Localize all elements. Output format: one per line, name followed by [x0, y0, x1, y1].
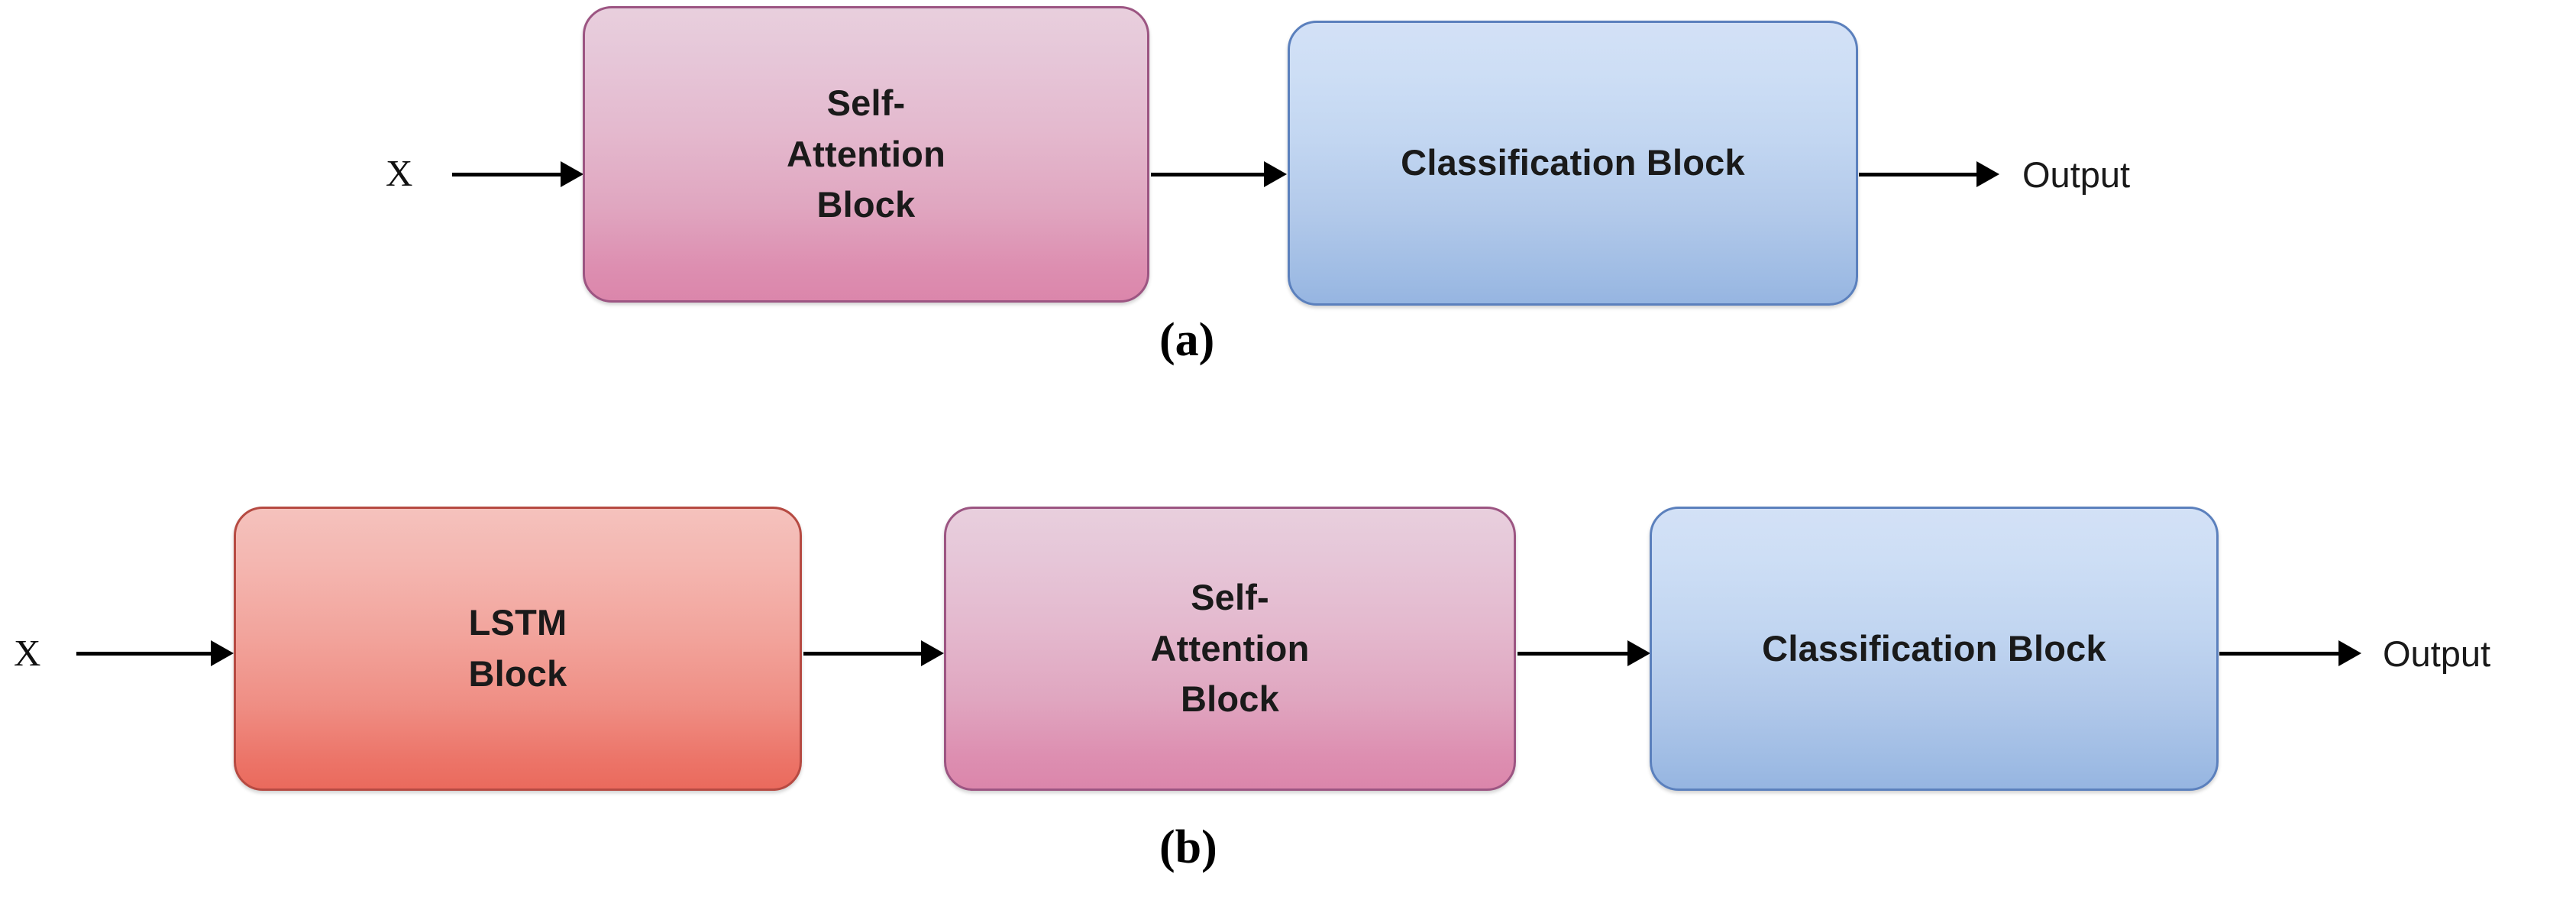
panel-a-classification-block-label: Classification Block — [1401, 142, 1745, 183]
arrow-shaft — [452, 173, 564, 176]
panel-a-output-label: Output — [2022, 154, 2131, 195]
panel-b-classification-block-label: Classification Block — [1762, 627, 2106, 669]
arrow-head-icon — [211, 640, 234, 666]
panel-a-classification-block[interactable]: Classification Block — [1288, 21, 1858, 306]
arrow-shaft — [1517, 652, 1631, 656]
arrow-head-icon — [1627, 640, 1650, 666]
arrow-shaft — [2219, 652, 2342, 656]
arrow-shaft — [803, 652, 924, 656]
panel-a-input-label: X — [386, 152, 413, 194]
panel-b-classification-block[interactable]: Classification Block — [1650, 507, 2219, 791]
arrow-shaft — [76, 652, 214, 656]
arrow-head-icon — [1264, 161, 1287, 187]
arrow-head-icon — [2338, 640, 2361, 666]
arrow-head-icon — [1976, 161, 1999, 187]
arrow-head-icon — [561, 161, 583, 187]
arrow-shaft — [1859, 173, 1980, 176]
panel-a-caption: (a) — [1159, 314, 1215, 366]
arrow-head-icon — [921, 640, 944, 666]
panel-b-output-label: Output — [2383, 633, 2491, 674]
panel-b-caption: (b) — [1159, 821, 1217, 873]
arrow-shaft — [1151, 173, 1267, 176]
panel-b-input-label: X — [14, 632, 41, 674]
